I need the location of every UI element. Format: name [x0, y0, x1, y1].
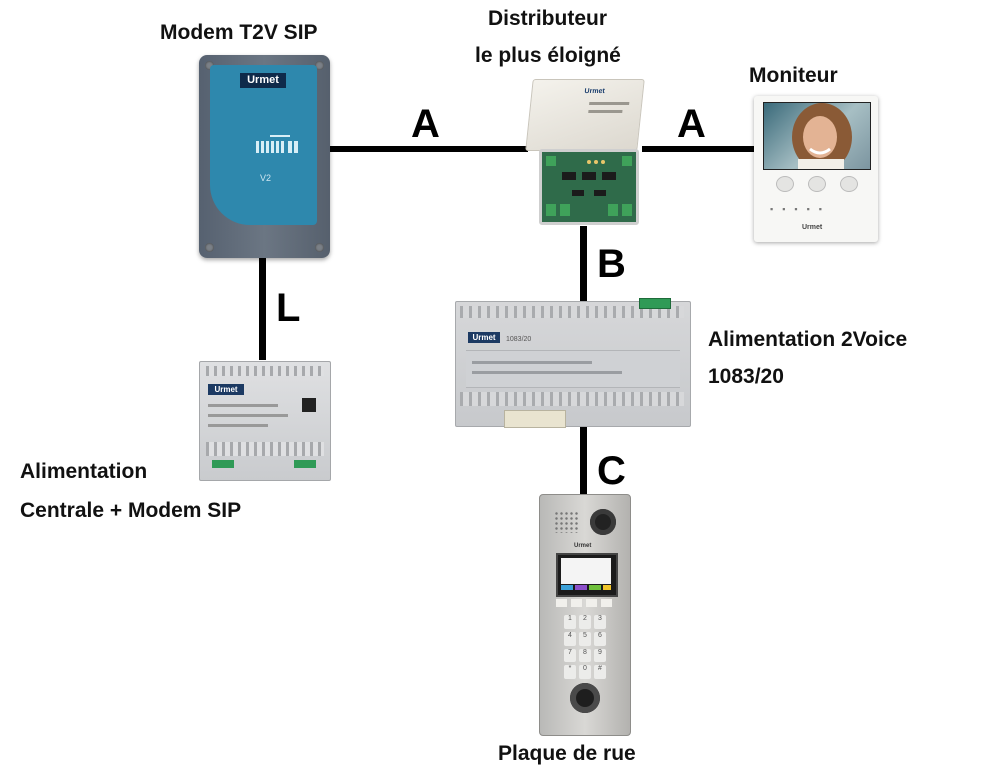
- central-terminals-left: [212, 460, 234, 468]
- badge-reader-icon: [570, 683, 600, 713]
- monitor-brand-logo: Urmet: [802, 224, 823, 231]
- spec-text-line: [472, 371, 622, 374]
- power-supply-2voice-device: Urmet 1083/20: [455, 298, 691, 428]
- key-button[interactable]: 5: [579, 631, 591, 646]
- monitor-label: Moniteur: [749, 64, 838, 87]
- key-button[interactable]: 2: [579, 615, 591, 629]
- screw-icon: [315, 61, 324, 70]
- monitor-screen: [763, 102, 871, 170]
- power-supply-label-line2: 1083/20: [708, 365, 784, 388]
- cover-text-line: [588, 110, 623, 113]
- cable-label-a-left: A: [411, 102, 440, 146]
- modem-front-panel: Urmet V2: [210, 65, 317, 225]
- key-button[interactable]: 0: [579, 665, 591, 679]
- key-button[interactable]: 4: [564, 631, 576, 646]
- power-supply-bottom-vents: [460, 392, 684, 406]
- key-button[interactable]: #: [594, 665, 606, 679]
- cable-a-distributor-monitor: [642, 146, 757, 152]
- cable-l-modem-central: [259, 258, 266, 360]
- key-button[interactable]: 6: [594, 631, 606, 646]
- cable-c-power-panel: [580, 424, 587, 496]
- screw-icon: [205, 61, 214, 70]
- distributor-circuit-board: [539, 149, 639, 225]
- screw-icon: [205, 243, 214, 252]
- distributor-brand-logo: Urmet: [584, 88, 606, 95]
- street-panel-device: Urmet 1 2 3 4 5 6 7 8 9 * 0 #: [539, 494, 631, 736]
- monitor-button-door[interactable]: [840, 176, 858, 192]
- power-supply-brand-logo: Urmet: [468, 332, 500, 343]
- distributor-label-line2: le plus éloigné: [475, 44, 621, 67]
- monitor-icon-row: ▪▪▪▪▪: [770, 204, 831, 214]
- cover-text-line: [589, 102, 630, 105]
- panel-display: [556, 553, 618, 597]
- spec-text-line: [472, 361, 592, 364]
- display-key-yellow: [603, 585, 611, 590]
- power-supply-front-panel: [466, 350, 680, 388]
- screw-icon: [315, 243, 324, 252]
- distributor-label-line1: Distributeur: [488, 7, 608, 30]
- panel-brand-logo: Urmet: [574, 543, 592, 549]
- spec-text-line: [208, 424, 268, 427]
- power-supply-top-vents: [460, 306, 684, 318]
- central-bottom-vents: [206, 442, 324, 456]
- display-key-purple: [575, 585, 587, 590]
- key-button[interactable]: 1: [564, 615, 576, 629]
- central-top-vents: [206, 366, 324, 376]
- key-button[interactable]: 7: [564, 648, 576, 663]
- cable-label-b: B: [597, 242, 626, 286]
- key-button[interactable]: 8: [579, 648, 591, 663]
- distributor-cover: Urmet: [525, 79, 645, 151]
- power-supply-label-line1: Alimentation 2Voice: [708, 328, 908, 351]
- camera-icon: [590, 509, 616, 535]
- central-power-supply-device: Urmet: [199, 361, 331, 481]
- modem-brand-logo: Urmet: [240, 73, 286, 88]
- key-button[interactable]: 3: [594, 615, 606, 629]
- display-screen: [561, 558, 611, 584]
- cable-label-a-right: A: [677, 102, 706, 146]
- central-power-label-line1: Alimentation: [20, 460, 148, 483]
- person-face-icon: [792, 103, 852, 169]
- speaker-grille-icon: [554, 511, 580, 533]
- panel-nav-keys[interactable]: [556, 599, 614, 607]
- modem-label: Modem T2V SIP: [160, 21, 318, 44]
- spec-text-line: [208, 404, 278, 407]
- power-supply-din-clip: [504, 410, 566, 428]
- modem-device: Urmet V2: [199, 55, 330, 258]
- monitor-button-answer[interactable]: [776, 176, 794, 192]
- key-button[interactable]: 9: [594, 648, 606, 663]
- central-power-label-line2: Centrale + Modem SIP: [20, 499, 242, 522]
- street-panel-label: Plaque de rue: [498, 742, 636, 765]
- central-terminals-right: [294, 460, 316, 468]
- cable-label-c: C: [597, 449, 626, 493]
- modem-version-label: V2: [260, 173, 272, 183]
- key-button[interactable]: *: [564, 665, 576, 679]
- display-key-green: [589, 585, 601, 590]
- display-key-blue: [561, 585, 573, 590]
- power-supply-model-label: 1083/20: [506, 336, 532, 343]
- central-switch-icon: [302, 398, 316, 412]
- panel-keypad: 1 2 3 4 5 6 7 8 9 * 0 #: [564, 615, 606, 679]
- monitor-button-menu[interactable]: [808, 176, 826, 192]
- cable-label-l: L: [276, 286, 301, 330]
- central-brand-logo: Urmet: [208, 384, 244, 395]
- modem-led-bars: [256, 135, 300, 153]
- distributor-device: Urmet: [525, 77, 645, 225]
- monitor-device: ▪▪▪▪▪ Urmet: [754, 96, 878, 242]
- cable-a-modem-distributor: [326, 146, 528, 152]
- cable-b-distributor-power: [580, 226, 587, 302]
- spec-text-line: [208, 414, 288, 417]
- power-supply-terminals: [639, 298, 671, 309]
